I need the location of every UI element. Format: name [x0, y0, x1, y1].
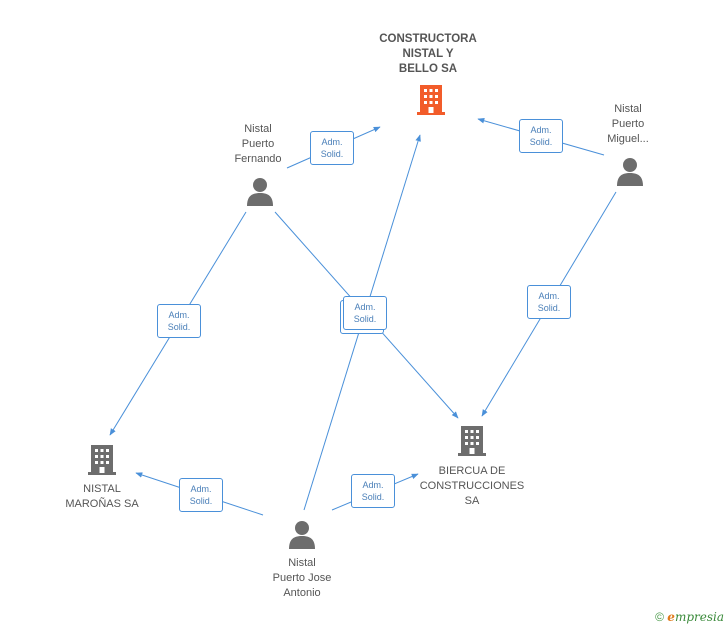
edge-label-adm-solid[interactable]: Adm. Solid.: [519, 119, 563, 153]
node-label-miguel[interactable]: Nistal Puerto Miguel...: [607, 103, 649, 145]
person-icon[interactable]: [615, 157, 645, 187]
edge-label-line1: Adm.: [321, 137, 343, 147]
node-label-maronas[interactable]: NISTAL MAROÑAS SA: [65, 483, 139, 510]
building-icon[interactable]: [87, 443, 117, 477]
edge-label-line2: Solid.: [529, 137, 553, 147]
building-icon[interactable]: [416, 83, 446, 117]
brand-rest: mpresia: [674, 610, 724, 624]
edge-label-line1: Adm.: [190, 484, 212, 494]
edge-label-adm-solid[interactable]: Adm. Solid.: [310, 131, 354, 165]
edge-label-line2: Solid.: [353, 314, 377, 324]
node-label-constructora[interactable]: CONSTRUCTORA NISTAL Y BELLO SA: [379, 33, 477, 75]
edge-label-adm-solid[interactable]: Adm. Solid.: [527, 285, 571, 319]
edge-label-adm-solid[interactable]: Adm. Solid.: [179, 478, 223, 512]
edge-label-line1: Adm.: [538, 291, 560, 301]
edge-label-line2: Solid.: [167, 322, 191, 332]
edge-label-adm-solid[interactable]: Adm. Solid.: [343, 296, 387, 330]
person-icon[interactable]: [245, 177, 275, 207]
brand-name: empresia: [667, 610, 724, 624]
edge-label-line2: Solid.: [189, 496, 213, 506]
edge-label-line1: Adm.: [168, 310, 190, 320]
person-icon[interactable]: [287, 520, 317, 550]
node-label-fernando[interactable]: Nistal Puerto Fernando: [234, 123, 282, 165]
edge-label-line2: Solid.: [320, 149, 344, 159]
building-icon[interactable]: [457, 424, 487, 458]
edge-label-line1: Adm.: [354, 302, 376, 312]
copyright-symbol: ©: [655, 610, 664, 624]
edge-label-adm-solid[interactable]: Adm. Solid.: [157, 304, 201, 338]
empresia-watermark: © empresia: [655, 610, 724, 624]
edge-label-line2: Solid.: [361, 492, 385, 502]
brand-first-letter: e: [667, 610, 675, 624]
edge-label-adm-solid[interactable]: Adm. Solid.: [351, 474, 395, 508]
edge-label-line1: Adm.: [530, 125, 552, 135]
node-label-biercua[interactable]: BIERCUA DE CONSTRUCCIONES SA: [419, 465, 525, 507]
node-label-jose[interactable]: Nistal Puerto Jose Antonio: [272, 557, 332, 599]
edge-label-line1: Adm.: [362, 480, 384, 490]
edge-label-line2: Solid.: [537, 303, 561, 313]
